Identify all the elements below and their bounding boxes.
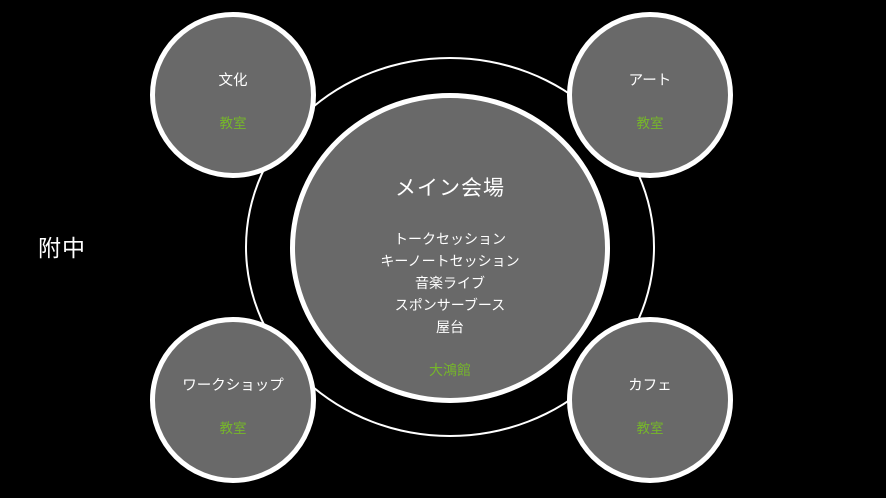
node-workshop: ワークショップ 教室 [150,317,316,483]
node-label: カフェ [628,377,672,394]
main-venue-item: スポンサーブース [394,297,506,313]
node-cafe: カフェ 教室 [567,317,733,483]
node-main-venue: メイン会場 トークセッション キーノートセッション 音楽ライブ スポンサーブース… [290,93,610,403]
node-art: アート 教室 [567,12,733,178]
node-label: アート [628,72,672,89]
node-label: 文化 [218,72,248,89]
side-label: 附中 [38,235,86,261]
node-culture: 文化 教室 [150,12,316,178]
main-venue-item: 屋台 [435,319,464,335]
main-venue-item: トークセッション [393,231,506,247]
node-location: 教室 [219,115,247,131]
main-venue-item: 音楽ライブ [414,275,485,291]
node-location: 教室 [636,115,664,131]
node-label: ワークショップ [182,377,284,394]
main-venue-items: トークセッション キーノートセッション 音楽ライブ スポンサーブース 屋台 [380,228,519,338]
orbit-ring [245,57,655,437]
main-venue-location: 大鴻館 [429,362,471,378]
node-location: 教室 [219,420,247,436]
main-venue-item: キーノートセッション [380,253,520,269]
node-location: 教室 [636,420,664,436]
main-venue-title: メイン会場 [395,177,505,200]
